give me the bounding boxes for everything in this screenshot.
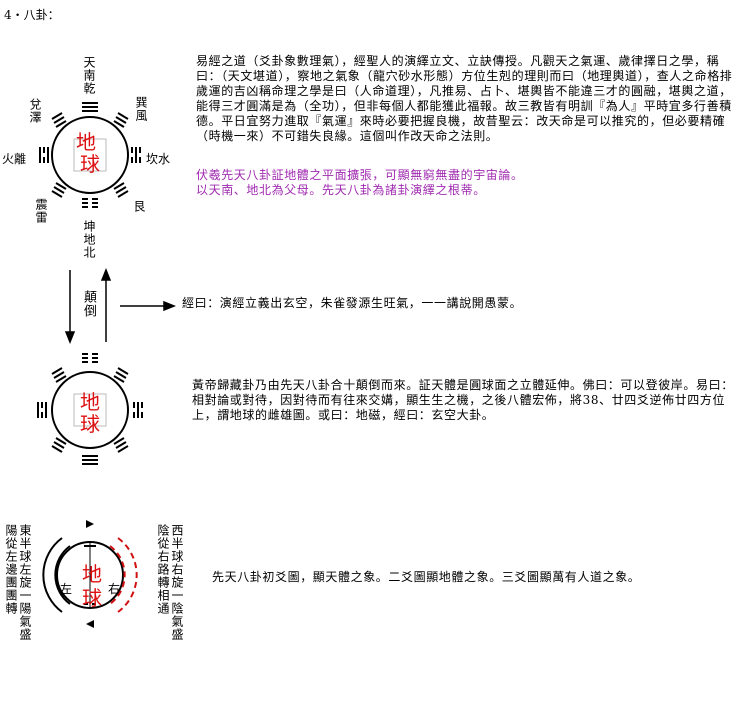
- paragraph-2-line-2: 以天南、地北為父母。先天八卦為諸卦演繹之根蒂。: [196, 183, 486, 197]
- right-column-1: 西半球右旋一陰氣盛: [170, 524, 184, 641]
- paragraph-1: 易經之道（爻卦象數理氣），經聖人的演繹立文、立訣傳授。凡觀天之氣運、歲律擇日之學…: [196, 54, 733, 143]
- paragraph-4: 先天八卦初爻圖，顯天體之象。二爻圖顯地體之象。三爻圖顯萬有人道之象。: [212, 570, 641, 584]
- label-southwest: 兌澤: [28, 98, 42, 124]
- label-northwest: 震雷: [34, 198, 48, 224]
- left-column-1: 東半球左旋一陽氣盛: [18, 524, 32, 641]
- label-east: 坎水: [146, 152, 171, 166]
- diagram3-right: 右: [108, 582, 121, 596]
- section-title: 4・八卦：: [4, 8, 60, 22]
- diagram1-center-top: 地: [76, 130, 96, 154]
- diagram1-center-bottom: 球: [80, 152, 100, 176]
- diagram3-center-top: 地: [82, 562, 102, 586]
- paragraph-2: 伏羲先天八卦証地體之平面擴張，可顯無窮無盡的宇宙論。 以天南、地北為父母。先天八…: [196, 168, 736, 198]
- label-west: 火離: [2, 152, 27, 166]
- label-southeast: 巽風: [134, 96, 148, 122]
- diagram3-left: 左: [60, 582, 73, 596]
- paragraph-2-line-1: 伏羲先天八卦証地體之平面擴張，可顯無窮無盡的宇宙論。: [196, 168, 524, 182]
- diagram2-center-bottom: 球: [80, 412, 100, 436]
- rotation-diagram: [42, 520, 138, 628]
- paragraph-3: 黃帝歸藏卦乃由先天八卦合十顛倒而來。証天體是圓球面之立體延伸。佛曰：可以登彼岸。…: [192, 378, 734, 422]
- label-northeast: 艮: [132, 200, 146, 213]
- diagram2-center-top: 地: [80, 390, 100, 414]
- left-column-2: 陽從左邊團團轉: [4, 524, 18, 615]
- flip-arrows: [64, 267, 177, 345]
- right-column-2: 陰從右路轉相通: [156, 524, 170, 615]
- bagua-diagram-1: [39, 102, 141, 208]
- label-south: 天南乾: [82, 56, 96, 95]
- flip-label: 顛倒: [81, 290, 96, 318]
- arrow-text: 經曰：演經立義出玄空，朱雀發源生旺氣，一一講說開愚蒙。: [182, 296, 523, 310]
- bagua-diagram-2: [37, 353, 143, 465]
- label-north: 坤地北: [82, 220, 96, 259]
- diagram3-center-bottom: 球: [82, 586, 102, 610]
